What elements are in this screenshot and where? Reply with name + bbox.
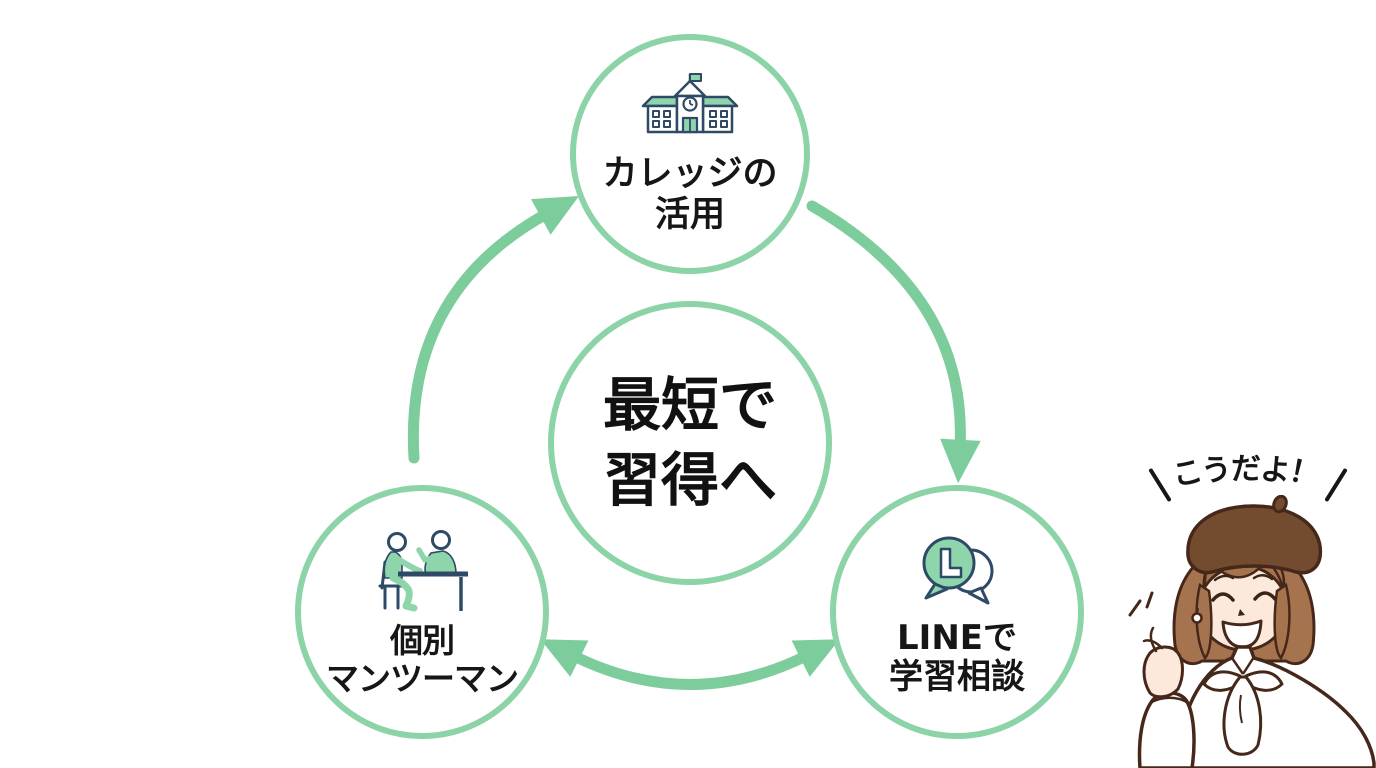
speech-text: こうだよ！ bbox=[1169, 451, 1323, 494]
one-on-one-tutoring-icon bbox=[378, 529, 468, 612]
node-center-goal: 最短で 習得へ bbox=[548, 301, 832, 585]
teacher-character-illustration bbox=[1128, 495, 1376, 768]
node-one-on-one: 個別 マンツーマン bbox=[295, 485, 549, 739]
arrow-top-to-right bbox=[806, 200, 981, 484]
line-chat-bubble-icon bbox=[922, 536, 994, 605]
node-line-consult: LINEで 学習相談 bbox=[830, 485, 1084, 739]
arrow-left-to-top bbox=[407, 195, 579, 464]
school-icon bbox=[641, 73, 739, 134]
node-line-consult-label: LINEで 学習相談 bbox=[889, 617, 1025, 697]
center-goal-text: 最短で 習得へ bbox=[602, 370, 777, 514]
node-college-label: カレッジの 活用 bbox=[602, 154, 778, 235]
node-one-on-one-label: 個別 マンツーマン bbox=[326, 620, 519, 698]
node-college: カレッジの 活用 bbox=[570, 34, 810, 274]
arrow-bottom-double bbox=[540, 639, 840, 690]
